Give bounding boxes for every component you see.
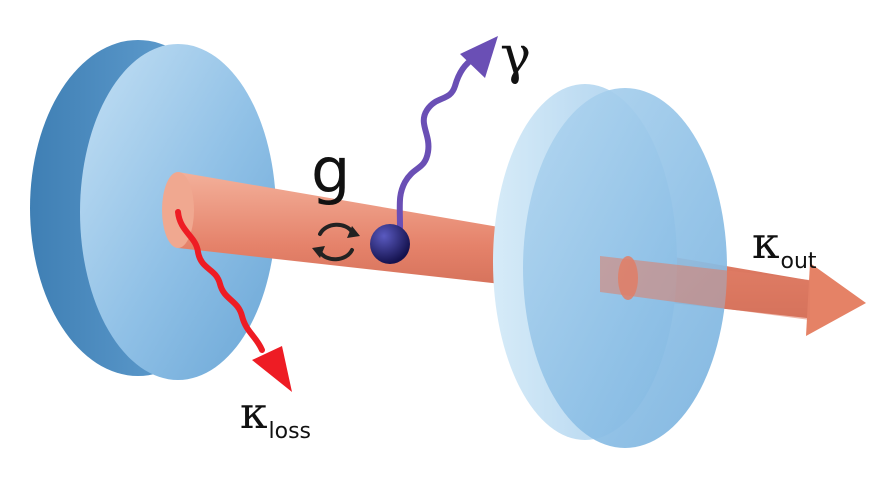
beam-through-mirror — [600, 256, 810, 320]
coupling-g-label: g — [311, 134, 351, 207]
kappa-loss-symbol: κ — [240, 388, 268, 439]
coupling-arrows-icon — [312, 222, 360, 262]
beam-output-cap — [618, 256, 638, 300]
kappa-loss-label: κloss — [240, 392, 311, 443]
loss-arrow — [175, 209, 292, 392]
loss-wave — [175, 209, 265, 353]
output-arrowhead — [806, 263, 866, 336]
kappa-loss-subscript: loss — [268, 419, 312, 444]
kappa-out-subscript: out — [780, 249, 817, 274]
gamma-wave — [396, 55, 477, 231]
gamma-arrowhead — [460, 36, 498, 78]
kappa-out-label: κout — [752, 222, 817, 273]
gamma-emission-arrow — [396, 36, 498, 231]
loss-arrowhead — [252, 346, 292, 392]
atom — [370, 224, 410, 264]
kappa-out-symbol: κ — [752, 218, 780, 269]
gamma-label: γ — [500, 26, 532, 86]
